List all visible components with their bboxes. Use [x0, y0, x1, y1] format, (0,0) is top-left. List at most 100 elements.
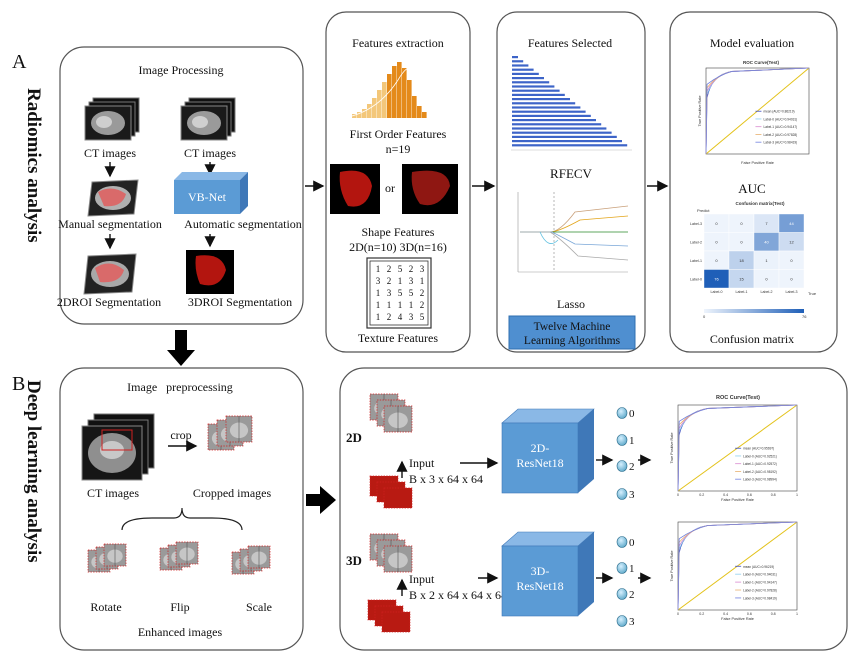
- input-2d-shape: B x 3 x 64 x 64: [409, 472, 483, 486]
- feature-bar: [512, 106, 581, 109]
- vbnet-cube: [174, 172, 248, 214]
- feature-bar: [512, 123, 602, 126]
- matrix-cell: 3: [409, 312, 414, 322]
- legend-entry: mean (AUC=0.95697): [743, 447, 774, 451]
- matrix-cell: 1: [376, 264, 381, 274]
- feature-bar: [512, 72, 539, 75]
- roc-tick: 0.6: [747, 493, 752, 497]
- roc-top-plot: mean (AUC=0.95697)Label-0 (AUC=0.92521)L…: [670, 404, 798, 502]
- manual-segmentation-image: [87, 179, 139, 217]
- output-label: 3: [629, 616, 635, 628]
- roc-curve: [677, 404, 798, 492]
- cropped-images-stack: [207, 415, 253, 451]
- histogram-bar: [392, 66, 397, 118]
- roc-curve: [705, 67, 810, 155]
- arrow-preprocess-to-network: [306, 486, 336, 514]
- cm-scale-min: 0: [703, 314, 706, 319]
- roi-2d-label: 2DROI Segmentation: [57, 295, 161, 309]
- input-3d-shape: B x 2 x 64 x 64 x 64: [409, 588, 507, 602]
- vbnet-label: VB-Net: [188, 190, 227, 204]
- matrix-cell: 2: [387, 276, 392, 286]
- feature-bar: [512, 56, 518, 59]
- histogram-bar: [382, 82, 387, 118]
- matrix-cell: 3: [376, 276, 381, 286]
- resnet-2d-label-line2: ResNet18: [516, 456, 563, 470]
- histogram-bar: [352, 114, 357, 118]
- feature-bar: [512, 81, 550, 84]
- matrix-cell: 4: [398, 312, 403, 322]
- label-3d: 3D: [346, 553, 362, 568]
- input-stack-3d: [367, 533, 413, 633]
- matrix-cell: 1: [376, 288, 381, 298]
- label-2d: 2D: [346, 430, 362, 445]
- histogram-curve: [351, 66, 441, 117]
- cm-predict-label: Predict: [697, 208, 710, 213]
- cm-value: 12: [789, 239, 794, 244]
- image-slice: [381, 611, 411, 633]
- roc-tick: 0: [677, 612, 679, 616]
- output-label: 2: [629, 589, 635, 601]
- roc-x-title: False Positive Rate: [741, 161, 774, 165]
- feature-bar: [512, 93, 565, 96]
- legend-entry: Label-1 (AUC=0.92572): [743, 462, 777, 466]
- roc-y-title: True Positive Rate: [698, 95, 702, 126]
- output-node: [616, 588, 628, 600]
- legend-entry: Label-3 (AUC=0.98994): [743, 478, 777, 482]
- legend-entry: mean (AUC=0.86219): [763, 110, 794, 114]
- ml-algorithms-line1: Twelve Machine: [534, 321, 611, 333]
- roc-bottom-plot: mean (AUC=0.96219)Label-0 (AUC=0.94031)L…: [670, 521, 798, 621]
- feature-bar: [512, 102, 576, 105]
- matrix-cell: 1: [376, 300, 381, 310]
- features-extraction-panel: [325, 11, 471, 353]
- roc-tick: 0.4: [723, 612, 728, 616]
- cm-col-label: Label-3: [786, 290, 798, 294]
- histogram-bar: [362, 109, 367, 118]
- cm-row-label: Label-1: [690, 259, 702, 263]
- cm-title: Confusion matrix(Test): [736, 201, 785, 206]
- features-extraction-title: Features extraction: [352, 36, 444, 50]
- input-stack-2d: [369, 393, 413, 509]
- output-label: 1: [629, 563, 635, 575]
- matrix-cell: 1: [398, 300, 403, 310]
- output-node: [616, 562, 628, 574]
- shape-features-label: Shape Features: [362, 225, 435, 239]
- histogram-bar: [377, 90, 382, 118]
- lasso-label: Lasso: [557, 297, 585, 311]
- cm-scale-max: 76: [802, 314, 807, 319]
- cm-row-label: Label-2: [690, 240, 702, 244]
- crop-label: crop: [170, 428, 191, 442]
- auc-label: AUC: [738, 181, 765, 196]
- matrix-cell: 2: [409, 264, 414, 274]
- feature-bar: [512, 131, 612, 134]
- output-node: [616, 460, 628, 472]
- histogram-bar: [407, 80, 412, 118]
- input-3d-label: Input: [409, 572, 435, 586]
- eval-roc-plot: mean (AUC=0.86219) Label-0 (AUC=0.94031) L…: [698, 67, 810, 165]
- image-slice: [383, 487, 413, 509]
- legend-entry: Label-2 (AUC=0.97828): [763, 133, 797, 137]
- output-label: 0: [629, 537, 635, 549]
- feature-importance-bars: [511, 56, 632, 151]
- histogram-bar: [372, 98, 377, 118]
- output-node: [616, 434, 628, 446]
- model-evaluation-title: Model evaluation: [710, 36, 794, 50]
- roc-x-title: False Positive Rate: [721, 617, 754, 621]
- feature-bar: [512, 110, 586, 113]
- cm-value: 76: [714, 276, 719, 281]
- roi-2d-image: [83, 253, 137, 295]
- histogram-bar: [387, 74, 392, 118]
- lasso-plot: [517, 192, 629, 273]
- resnet-3d-label-line1: 3D-: [531, 564, 550, 578]
- roc-x-title: False Positive Rate: [721, 498, 754, 502]
- roc-y-title: True Positive Rate: [670, 550, 674, 581]
- cm-value: 1: [765, 258, 768, 263]
- ct-stack-left: [84, 97, 140, 141]
- cm-col-label: Label-2: [761, 290, 773, 294]
- feature-bar: [512, 135, 617, 138]
- roc-tick: 0.2: [699, 612, 704, 616]
- legend-entry: Label-0 (AUC=0.94031): [763, 117, 797, 121]
- output-node: [616, 615, 628, 627]
